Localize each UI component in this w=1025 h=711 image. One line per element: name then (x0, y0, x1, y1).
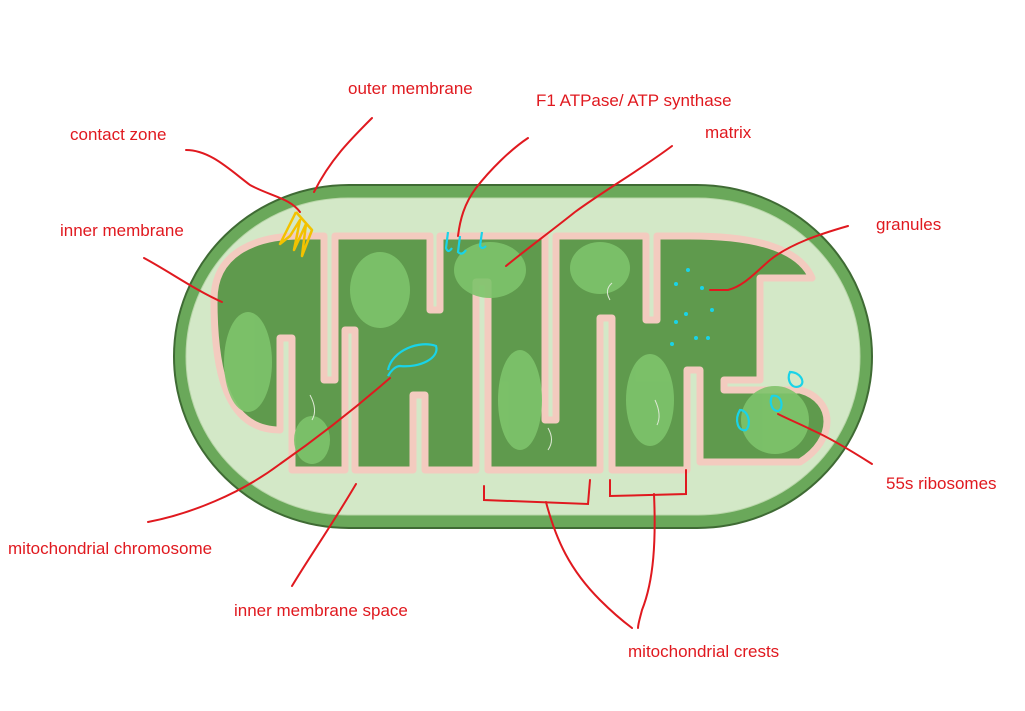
granule-dot (694, 336, 698, 340)
granule-dot (674, 320, 678, 324)
matrix-light-region (224, 312, 272, 412)
label-outer-membrane: outer membrane (348, 79, 473, 98)
label-mito-chromosome: mitochondrial chromosome (8, 539, 212, 558)
leader-f1-atpase (457, 137, 529, 237)
matrix-light-region (626, 354, 674, 446)
atp-synthase-mark (444, 231, 453, 253)
crest-bracket-1 (483, 479, 591, 506)
leader-mito-crests-2 (637, 493, 656, 629)
cyan-highlights (386, 231, 804, 432)
label-inner-membrane-space: inner membrane space (234, 601, 408, 620)
leader-lines (143, 117, 873, 629)
matrix-light-region (741, 386, 809, 454)
granule-dot (710, 308, 714, 312)
granule-dot (674, 282, 678, 286)
dna-strand (606, 282, 613, 301)
contact-zone-mark (278, 211, 314, 258)
granule-dot (670, 342, 674, 346)
granule-dot (706, 336, 710, 340)
leader-outer-membrane (313, 117, 373, 193)
granules-dots (670, 268, 714, 346)
matrix-light-region (570, 242, 630, 294)
leader-matrix (505, 145, 673, 267)
leader-mito-chromosome (147, 377, 391, 523)
matrix-light-region (454, 242, 526, 298)
dna-strand (654, 399, 660, 426)
granule-dot (684, 312, 688, 316)
atp-synthase-mark (478, 231, 487, 250)
label-ribosomes: 55s ribosomes (886, 474, 997, 493)
leader-inner-membrane-space (291, 483, 357, 587)
label-f1-atpase: F1 ATPase/ ATP synthase (536, 91, 732, 110)
label-contact-zone: contact zone (70, 125, 166, 144)
granule-dot (700, 286, 704, 290)
matrix-light-region (498, 350, 542, 450)
dna-strand (309, 394, 316, 421)
label-granules: granules (876, 215, 941, 234)
matrix-light-regions (224, 242, 809, 464)
label-mito-crests: mitochondrial crests (628, 642, 779, 661)
ribosome-mark (787, 370, 804, 388)
chromosome-loop (386, 343, 438, 377)
label-matrix: matrix (705, 123, 752, 142)
leader-contact-zone (185, 149, 301, 213)
leader-mito-crests (545, 501, 633, 629)
leader-inner-membrane (143, 257, 223, 303)
matrix-light-region (350, 252, 410, 328)
leader-ribosomes (777, 413, 873, 465)
atp-synthase-mark (456, 235, 467, 255)
dna-strand (547, 427, 552, 451)
ribosome-mark (769, 394, 783, 412)
dna-strands (309, 282, 660, 451)
leader-granules (709, 225, 849, 291)
label-inner-membrane: inner membrane (60, 221, 184, 240)
granule-dot (686, 268, 690, 272)
crest-bracket-2 (609, 469, 687, 498)
ribosome-mark (736, 408, 750, 432)
